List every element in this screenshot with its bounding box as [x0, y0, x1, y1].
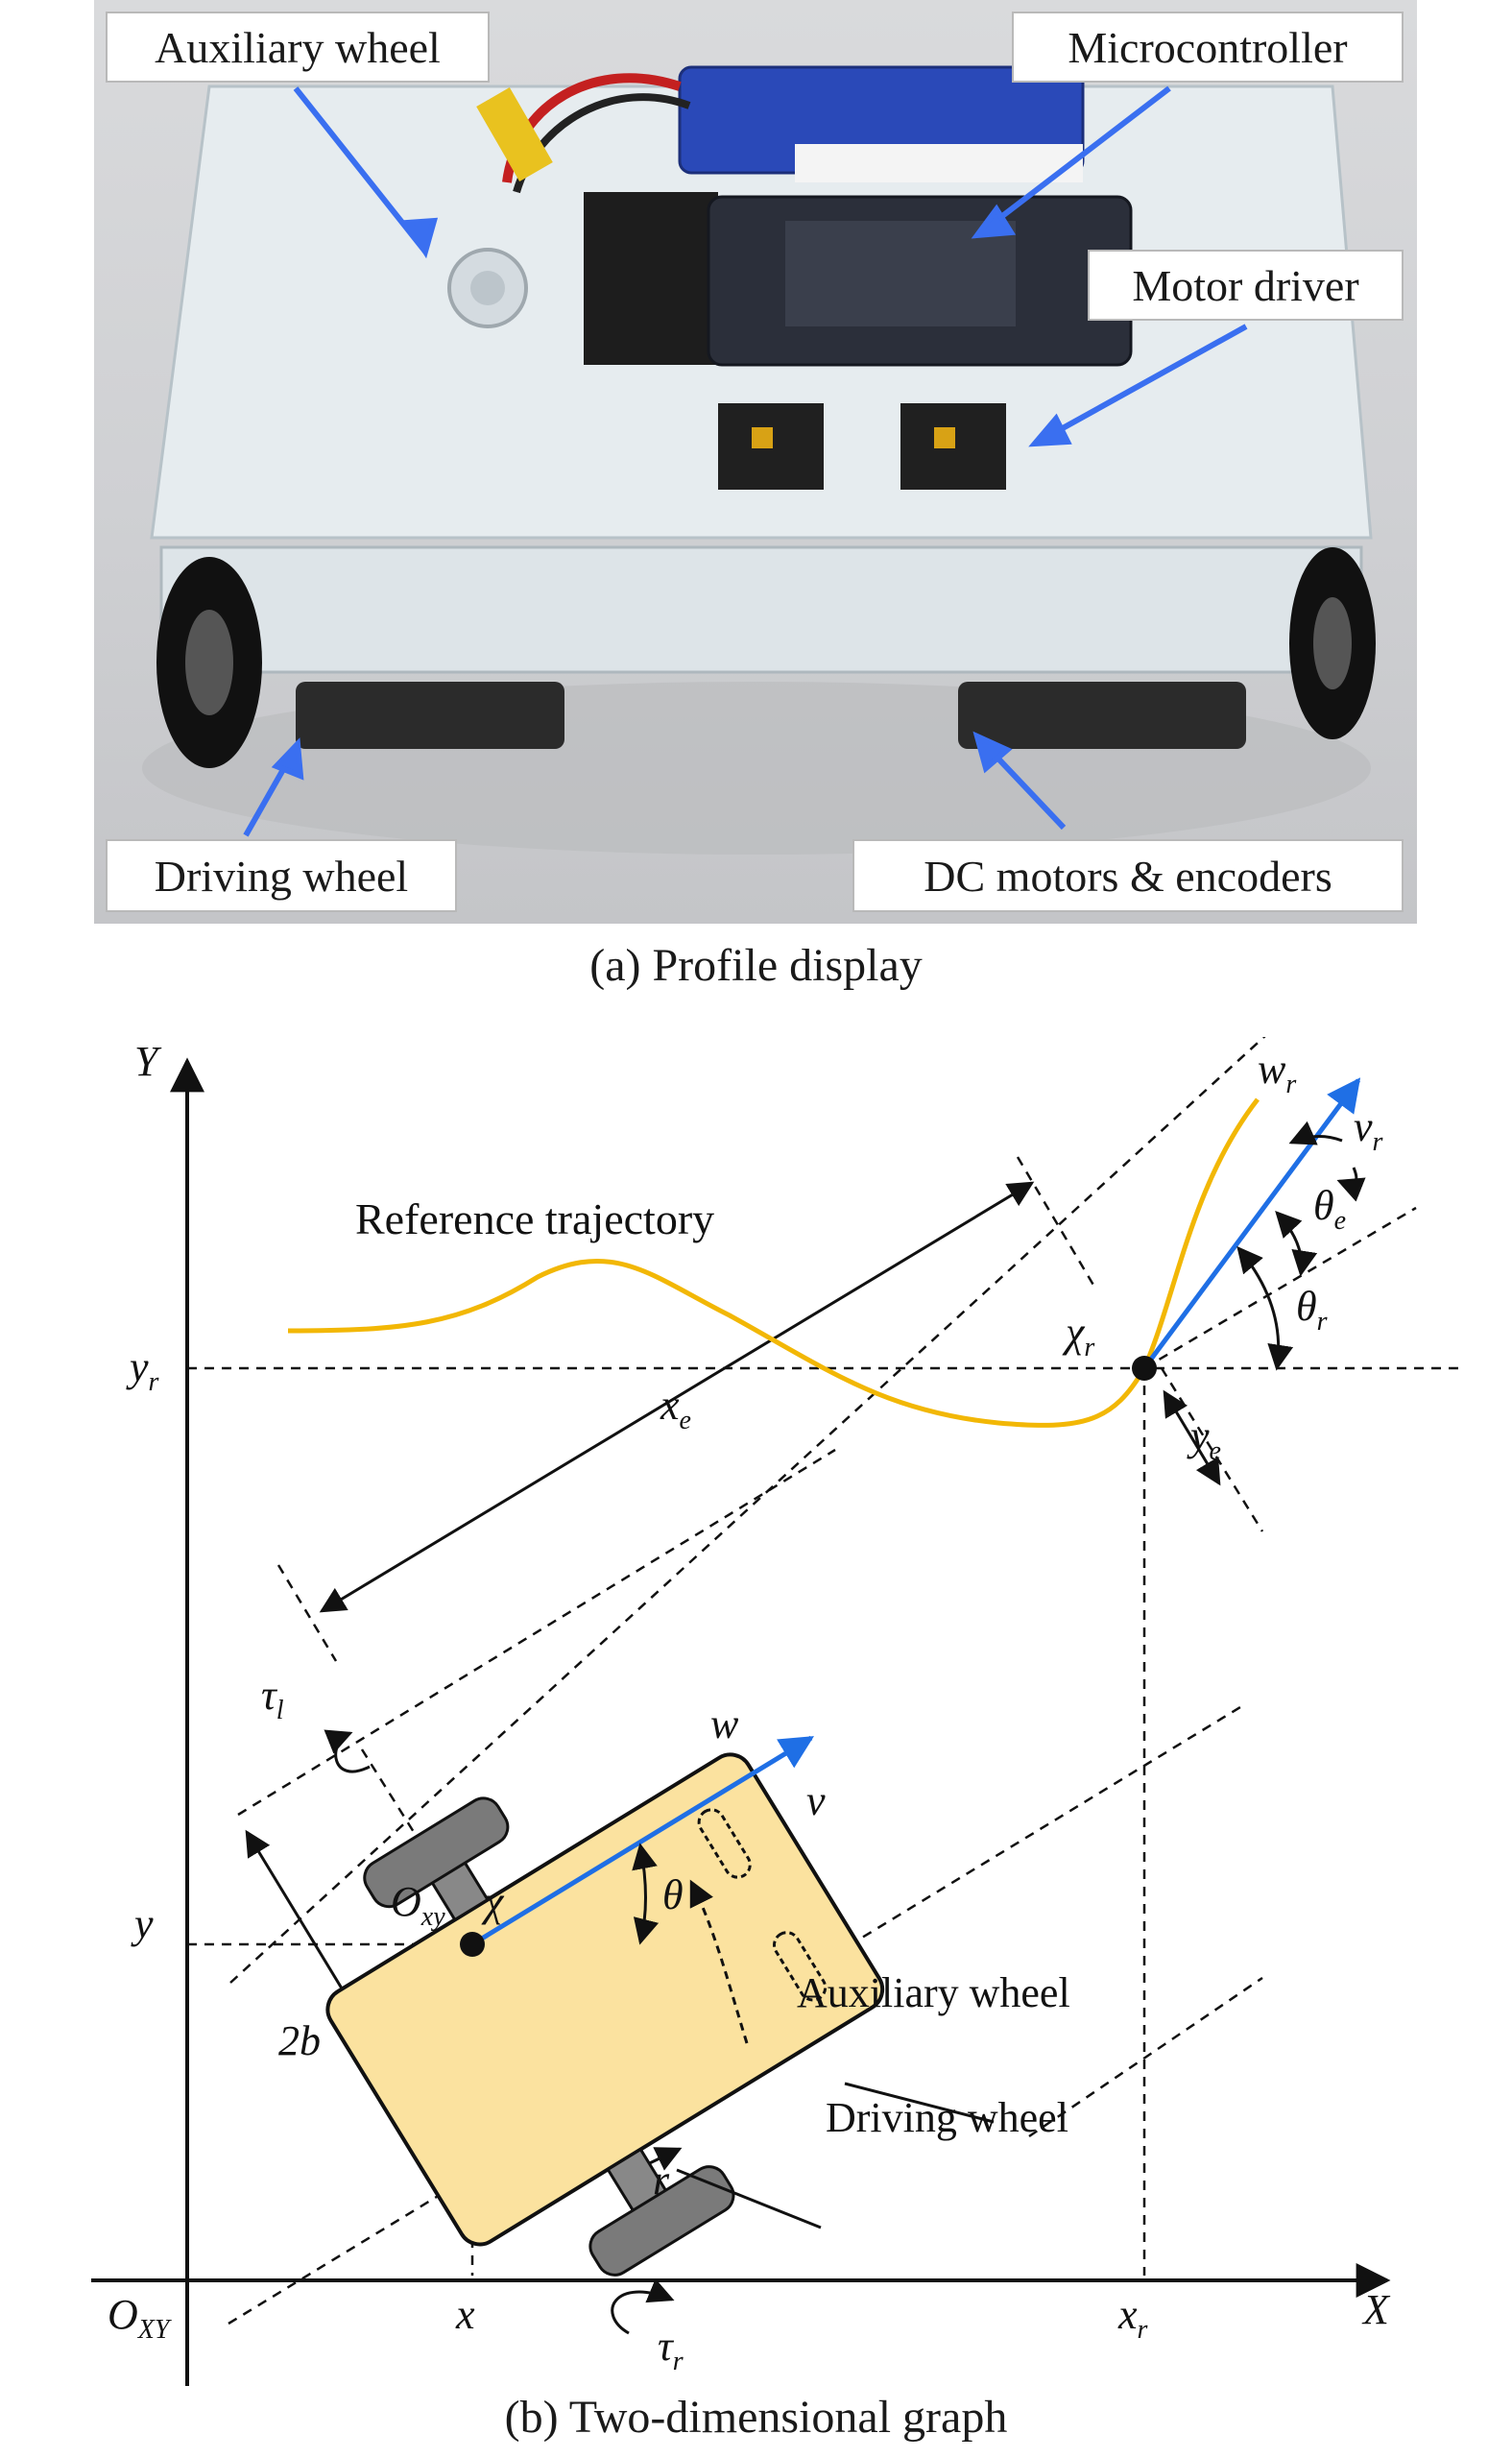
w-label: w	[710, 1700, 739, 1747]
auxiliary-wheel-leader	[844, 2082, 995, 2124]
callout-motor-driver-label: Motor driver	[1132, 260, 1359, 310]
reference-trajectory-curve	[287, 1097, 1260, 1428]
driving-wheel-leader	[676, 2168, 822, 2229]
caption-b: (b) Two-dimensional graph	[504, 2392, 1008, 2443]
auxiliary-wheel-slot-bottom	[773, 1931, 828, 2002]
vr-label: vr	[1354, 1103, 1383, 1157]
xe-label: xe	[660, 1382, 691, 1435]
ye-dimension	[1163, 1389, 1221, 1486]
switch-box	[584, 192, 718, 365]
y-label: y	[131, 1900, 154, 1947]
chi-label: χ	[481, 1878, 505, 1925]
velocity-v-arrow	[470, 1735, 814, 1947]
two-b-label: 2b	[278, 2017, 321, 2064]
callout-dc-motors-label: DC motors & encoders	[924, 851, 1332, 901]
callout-auxiliary-wheel: Auxiliary wheel	[106, 12, 490, 83]
angle-arcs	[324, 1121, 1366, 2335]
chi-r-label: χr	[1062, 1309, 1094, 1362]
label-reference-trajectory: Reference trajectory	[355, 1194, 714, 1243]
callout-driving-wheel: Driving wheel	[106, 839, 457, 912]
callout-driving-wheel-label: Driving wheel	[154, 851, 409, 901]
v-label: v	[806, 1777, 826, 1824]
dc-motor-right	[958, 682, 1246, 749]
ye-label: ye	[1187, 1412, 1221, 1466]
wr-label: wr	[1258, 1046, 1296, 1099]
robot-body-group	[325, 1752, 885, 2277]
reference-point	[1132, 1356, 1157, 1381]
theta-label: θ	[662, 1871, 684, 1918]
kinematic-diagram: Reference trajectory Auxiliary wheel Dri…	[91, 1037, 1464, 2386]
robot-photo: Auxiliary wheel Microcontroller Motor dr…	[94, 0, 1417, 924]
callout-microcontroller-label: Microcontroller	[1068, 22, 1348, 72]
velocity-vr-arrow	[1141, 1077, 1361, 1370]
yr-label: yr	[126, 1343, 159, 1397]
auxiliary-wheel-slot-top	[697, 1808, 752, 1879]
right-driving-wheel	[588, 2165, 735, 2277]
callout-motor-driver: Motor driver	[1088, 250, 1404, 321]
acrylic-lower-plate	[159, 545, 1363, 674]
x-axis-label: X	[1361, 2286, 1391, 2333]
xe-dimension	[319, 1181, 1035, 1613]
callout-auxiliary-wheel-label: Auxiliary wheel	[155, 22, 441, 72]
callout-dc-motors: DC motors & encoders	[852, 839, 1404, 912]
robot-photo-drawing	[142, 65, 1376, 855]
left-driving-wheel	[363, 1796, 510, 1909]
x-label: x	[455, 2291, 475, 2338]
label-driving-wheel: Driving wheel	[826, 2094, 1068, 2141]
label-auxiliary-wheel: Auxiliary wheel	[797, 1969, 1070, 2016]
dc-motor-left	[296, 682, 564, 749]
theta-r-label: θr	[1296, 1283, 1328, 1337]
origin-label: OXY	[108, 2291, 173, 2345]
photo-pointer-arrows	[243, 85, 1248, 837]
theta-e-label: θe	[1313, 1182, 1346, 1236]
tau-r-label: τr	[658, 2323, 684, 2376]
robot-center-point	[460, 1932, 485, 1957]
tau-l-label: τl	[261, 1672, 284, 1725]
oxy-label: Oxy	[391, 1878, 445, 1932]
r-label: r	[653, 2157, 670, 2204]
y-axis-label: Y	[134, 1038, 162, 1085]
callout-microcontroller: Microcontroller	[1012, 12, 1404, 83]
xr-label: xr	[1117, 2291, 1148, 2345]
caption-a: (a) Profile display	[589, 940, 923, 991]
